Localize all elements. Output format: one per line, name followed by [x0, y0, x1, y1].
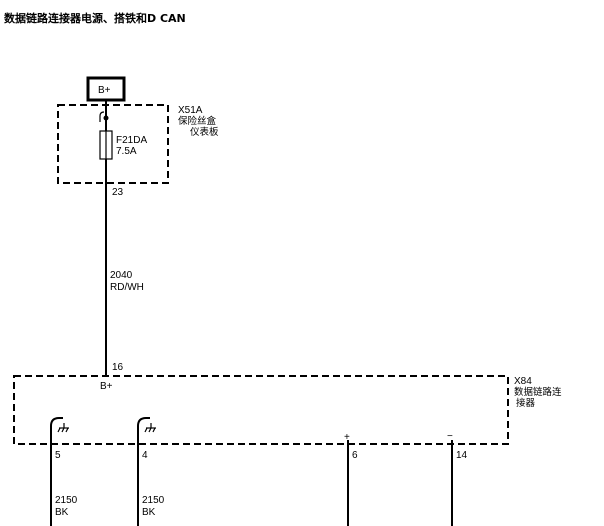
fuse-block-connector-label: X51A [178, 105, 203, 116]
busbar-node [103, 115, 109, 121]
dlc-boundary [13, 375, 509, 445]
dlc-pin-14-label: 14 [456, 450, 468, 461]
ground-wire-2-color: BK [142, 507, 156, 518]
fuse-id-label: F21DA [116, 135, 147, 146]
fuse-rating-label: 7.5A [116, 146, 137, 157]
supply-wire-circuit-label: 2040 [110, 270, 133, 281]
dlc-pin-4-ground [137, 417, 156, 526]
dlc-input-label: B+ [100, 381, 113, 392]
dlc-name-line2: 接器 [516, 397, 536, 409]
supply-wire-color-label: RD/WH [110, 282, 144, 293]
can-high-symbol: + [344, 432, 350, 443]
power-source-label: B+ [98, 85, 111, 96]
diagram-title: 数据链路连接器电源、搭铁和D CAN [4, 11, 186, 25]
ground-symbol-hatch [57, 427, 61, 433]
fuse-block-name-line2: 仪表板 [190, 126, 219, 138]
dlc-pin-5-ground [50, 417, 69, 526]
dlc-input-pin-label: 16 [112, 362, 124, 373]
busbar-connection-symbol [99, 111, 105, 122]
fuse-output-pin-label: 23 [112, 187, 124, 198]
ground-wire-1-color: BK [55, 507, 69, 518]
ground-wire-1-circuit: 2150 [55, 495, 78, 506]
can-low-symbol: − [447, 431, 453, 442]
dlc-pin-6-can-high: + [344, 432, 350, 526]
ground-wire-2-circuit: 2150 [142, 495, 165, 506]
dlc-pin-14-can-low: − [447, 431, 453, 526]
dlc-name-line1: 数据链路连 [514, 386, 562, 398]
fuse-f21da [99, 130, 113, 160]
ground-symbol-hatch [152, 427, 156, 433]
ground-wire-pin-4 [137, 417, 150, 526]
dlc-pin-6-label: 6 [352, 450, 358, 461]
ground-symbol-hatch [148, 427, 152, 433]
dlc-pin-4-label: 4 [142, 450, 148, 461]
power-source: B+ [86, 76, 126, 102]
dlc-connector-label: X84 [514, 376, 532, 387]
ground-symbol-hatch [65, 427, 69, 433]
fuse-block-name-line1: 保险丝盒 [178, 115, 217, 127]
dlc-pin-5-label: 5 [55, 450, 61, 461]
fuse-block-boundary [57, 104, 169, 184]
ground-symbol-hatch [144, 427, 148, 433]
ground-wire-pin-5 [50, 417, 63, 526]
ground-symbol-hatch [61, 427, 65, 433]
